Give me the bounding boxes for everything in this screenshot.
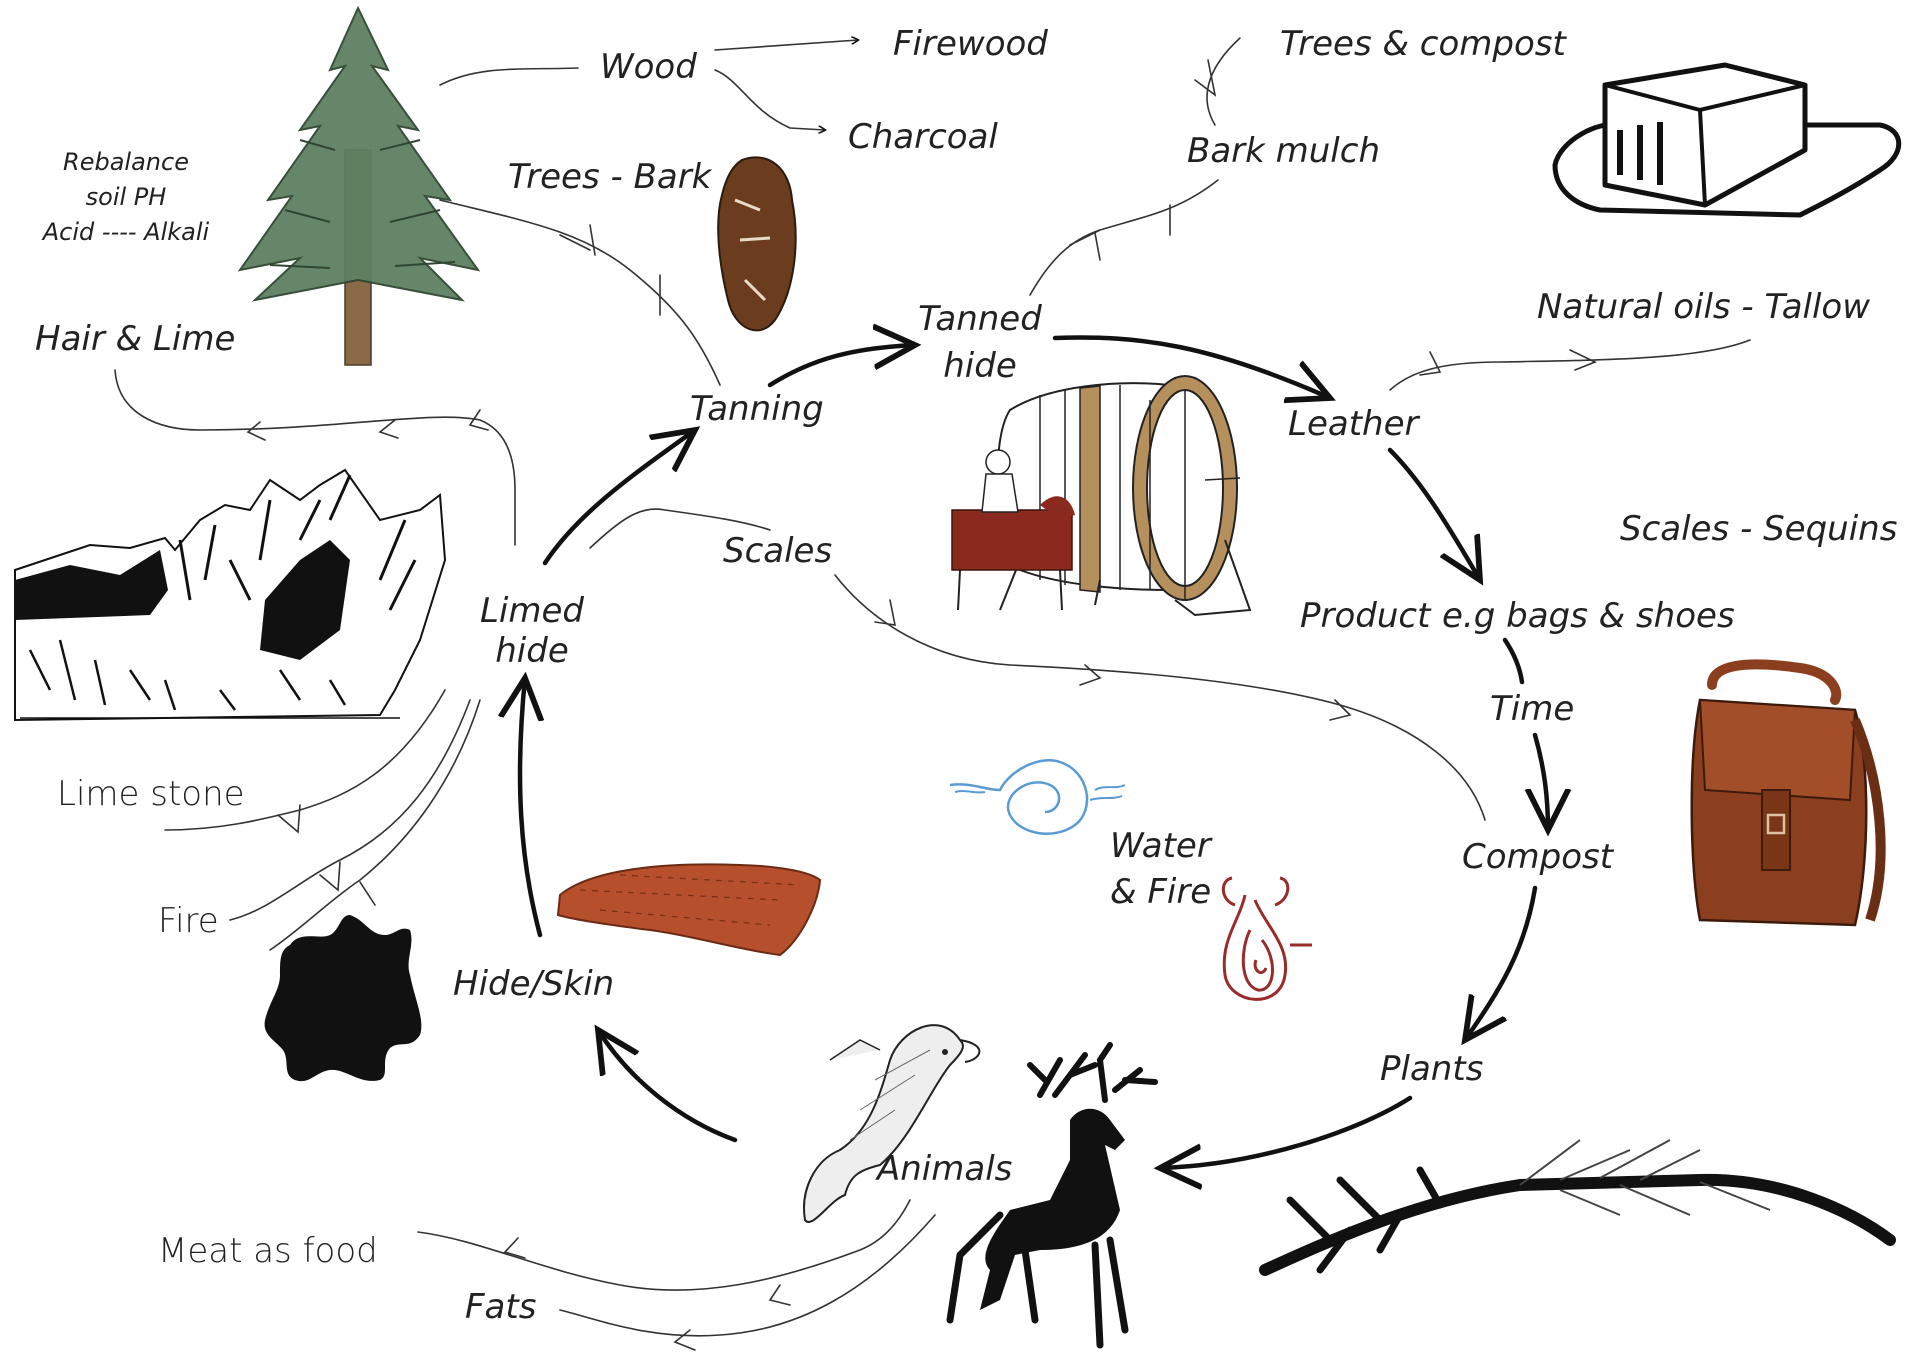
label-plants: Plants bbox=[1380, 1049, 1483, 1089]
label-leather: Leather bbox=[1288, 404, 1420, 444]
label-fats: Fats bbox=[465, 1287, 536, 1327]
label-tanned-line1: Tanned bbox=[918, 299, 1042, 339]
label-meat-food: Meat as food bbox=[158, 1231, 378, 1271]
label-tanning: Tanning bbox=[690, 389, 824, 429]
branch-illustration bbox=[1259, 1139, 1896, 1276]
label-trees-bark: Trees - Bark bbox=[508, 157, 713, 197]
deer-illustration bbox=[946, 1042, 1158, 1349]
label-animals: Animals bbox=[875, 1149, 1012, 1189]
label-limed-line1: Limed bbox=[480, 591, 584, 631]
label-firewood: Firewood bbox=[893, 24, 1048, 64]
cycle-arrows bbox=[520, 338, 1548, 1168]
fish-skin-illustration bbox=[556, 863, 822, 957]
label-scales: Scales bbox=[723, 531, 832, 571]
label-scales-sequins: Scales - Sequins bbox=[1620, 509, 1897, 549]
mountain-landscape-illustration bbox=[14, 468, 447, 722]
label-rebalance-line1: Rebalance bbox=[63, 148, 189, 176]
label-trees-compost: Trees & compost bbox=[1280, 24, 1567, 64]
label-hide-skin: Hide/Skin bbox=[453, 964, 614, 1004]
label-tanned-line2: hide bbox=[943, 346, 1017, 386]
connector-lines bbox=[114, 38, 1751, 1351]
label-natural-oils: Natural oils - Tallow bbox=[1537, 287, 1870, 327]
label-charcoal: Charcoal bbox=[848, 117, 998, 157]
label-product: Product bbox=[1300, 596, 1432, 636]
bark-piece-illustration bbox=[717, 156, 797, 332]
tanning-drum-illustration bbox=[951, 375, 1252, 617]
pine-tree-illustration bbox=[237, 5, 481, 366]
fire-spiral-icon bbox=[1221, 876, 1312, 1001]
water-spiral-icon bbox=[949, 759, 1126, 835]
leather-bag-illustration bbox=[1690, 659, 1886, 927]
label-product-eg: e.g bags & shoes bbox=[1442, 596, 1735, 636]
label-wood: Wood bbox=[600, 47, 697, 87]
label-time: Time bbox=[1490, 689, 1574, 729]
label-limed-line2: hide bbox=[495, 631, 569, 671]
label-lime-stone: Lime stone bbox=[57, 774, 245, 814]
label-fire: Fire bbox=[158, 901, 219, 941]
leather-hide-icon bbox=[264, 915, 422, 1082]
label-water-fire-line1: Water bbox=[1110, 826, 1213, 866]
label-compost: Compost bbox=[1462, 837, 1615, 877]
label-hair-lime: Hair & Lime bbox=[35, 319, 235, 359]
label-water-fire-line2: & Fire bbox=[1110, 872, 1211, 912]
label-bark-mulch: Bark mulch bbox=[1187, 131, 1380, 171]
diagram-labels: Wood Firewood Charcoal Trees & compost B… bbox=[35, 24, 1897, 1327]
label-rebalance-line2: soil PH bbox=[86, 183, 167, 211]
tallow-block-illustration bbox=[1552, 62, 1902, 218]
salmon-illustration bbox=[803, 1024, 981, 1224]
label-rebalance-line3: Acid ---- Alkali bbox=[41, 218, 210, 246]
